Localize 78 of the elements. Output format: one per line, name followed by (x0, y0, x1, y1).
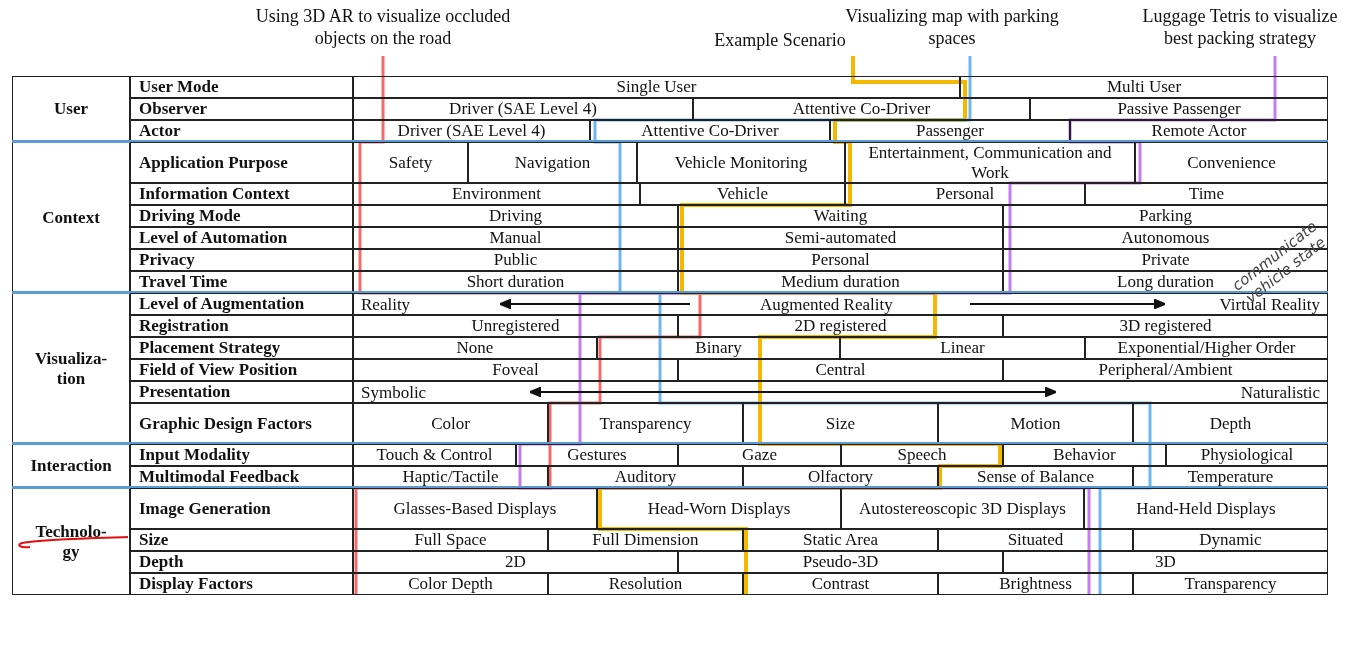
table-cell: None (353, 337, 597, 359)
table-cell: 3D registered (1003, 315, 1328, 337)
table-cell: Foveal (353, 359, 678, 381)
table-cell: Full Dimension (548, 529, 743, 551)
row-header: Level of Automation (130, 227, 353, 249)
table-cell: Entertainment, Communication and Work (845, 142, 1135, 183)
table-cell: Manual (353, 227, 678, 249)
table-cell: Touch & Control (353, 444, 516, 466)
table-cell: Brightness (938, 573, 1133, 595)
table-cell: Waiting (678, 205, 1003, 227)
table-cell: Transparency (1133, 573, 1328, 595)
row-header: Level of Augmentation (130, 293, 353, 315)
table-cell: Personal (678, 249, 1003, 271)
table-cell: Vehicle (640, 183, 845, 205)
table-cell: Single User (353, 76, 960, 98)
row-header: Depth (130, 551, 353, 573)
row-header: Registration (130, 315, 353, 337)
row-header: Presentation (130, 381, 353, 403)
table-text: Reality (361, 295, 411, 315)
table-cell: 2D registered (678, 315, 1003, 337)
table-cell: Convenience (1135, 142, 1328, 183)
annotation: Using 3D AR to visualize occluded objects on the road (254, 6, 512, 50)
table-cell: Autostereoscopic 3D Displays (841, 488, 1084, 529)
row-header: User Mode (130, 76, 353, 98)
table-cell: Peripheral/Ambient (1003, 359, 1328, 381)
row-header: Privacy (130, 249, 353, 271)
table-cell: Semi-automated (678, 227, 1003, 249)
table-cell: Gestures (516, 444, 678, 466)
row-header: Image Generation (130, 488, 353, 529)
table-cell: Dynamic (1133, 529, 1328, 551)
table-cell: Unregistered (353, 315, 678, 337)
table-cell: Navigation (468, 142, 637, 183)
table-cell: 2D (353, 551, 678, 573)
table-cell: Full Space (353, 529, 548, 551)
table-text: Symbolic (361, 383, 427, 403)
table-cell: Driver (SAE Level 4) (353, 98, 693, 120)
row-header: Information Context (130, 183, 353, 205)
table-cell: Driving (353, 205, 678, 227)
table-cell: 3D (1003, 551, 1328, 573)
table-cell: Vehicle Monitoring (637, 142, 845, 183)
annotation: Luggage Tetris to visualize best packing strategy (1141, 6, 1339, 50)
table-cell: Head-Worn Displays (597, 488, 841, 529)
table-cell: Hand-Held Displays (1084, 488, 1328, 529)
table-cell: Contrast (743, 573, 938, 595)
table-cell: Resolution (548, 573, 743, 595)
annotation: Example Scenario (713, 30, 847, 52)
row-header: Application Purpose (130, 142, 353, 183)
annotation: Visualizing map with parking spaces (845, 6, 1060, 50)
row-header: Placement Strategy (130, 337, 353, 359)
table-cell: Attentive Co-Driver (693, 98, 1030, 120)
table-cell: Environment (353, 183, 640, 205)
row-header: Observer (130, 98, 353, 120)
table-cell: Physiological (1166, 444, 1328, 466)
table-cell: Color Depth (353, 573, 548, 595)
table-cell: Situated (938, 529, 1133, 551)
table-cell: Public (353, 249, 678, 271)
row-header: Display Factors (130, 573, 353, 595)
table-cell: Safety (353, 142, 468, 183)
table-cell: Exponential/Higher Order (1085, 337, 1328, 359)
table-cell: Speech (841, 444, 1003, 466)
table-cell: Behavior (1003, 444, 1166, 466)
table-cell: Binary (597, 337, 840, 359)
table-cell: Static Area (743, 529, 938, 551)
table-cell: Passive Passenger (1030, 98, 1328, 120)
table-cell: Linear (840, 337, 1085, 359)
table-cell: Pseudo-3D (678, 551, 1003, 573)
table-text: Augmented Reality (760, 295, 893, 315)
table-cell: Central (678, 359, 1003, 381)
row-header: Size (130, 529, 353, 551)
row-header: Driving Mode (130, 205, 353, 227)
table-cell: Gaze (678, 444, 841, 466)
table-cell: Glasses-Based Displays (353, 488, 597, 529)
table-cell: Personal (845, 183, 1085, 205)
table-cell: Multi User (960, 76, 1328, 98)
row-header: Input Modality (130, 444, 353, 466)
row-header: Field of View Position (130, 359, 353, 381)
table-cell: Time (1085, 183, 1328, 205)
table-text: Naturalistic (1240, 383, 1320, 403)
